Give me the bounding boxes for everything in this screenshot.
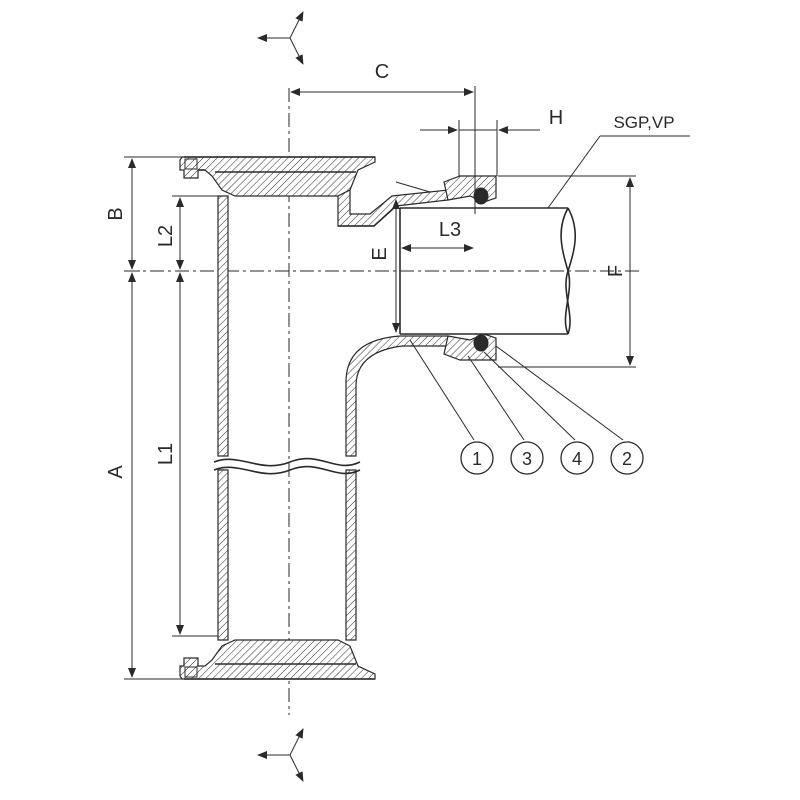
callout-2: 2 (610, 441, 644, 475)
inserted-pipe (399, 207, 577, 335)
dim-L2: L2 (155, 195, 218, 270)
dim-label-L2: L2 (155, 225, 177, 247)
pipe-material-callout: SGP,VP (547, 113, 690, 209)
dim-B: B (105, 156, 182, 272)
callout-3: 3 (510, 441, 544, 475)
top-ferrule-flange (179, 156, 376, 197)
dim-label-F: F (605, 265, 627, 277)
break-line (213, 457, 361, 467)
dim-label-C: C (375, 61, 389, 83)
dim-L1: L1 (155, 272, 218, 637)
dim-label-A: A (105, 465, 127, 479)
dim-F: F (605, 177, 634, 366)
main-pipe-left-wall (217, 195, 229, 641)
callout-number: 3 (522, 449, 532, 469)
callout-number: 4 (572, 449, 582, 469)
main-pipe-right-wall (345, 335, 449, 641)
break-line-lower (213, 465, 361, 475)
dim-label-H: H (549, 107, 563, 129)
dim-label-L1: L1 (155, 443, 177, 465)
dim-label-E: E (369, 247, 391, 260)
view-symbol-top (257, 11, 304, 65)
o-ring-upper (473, 187, 489, 205)
bottom-ferrule-flange (179, 639, 376, 680)
dim-label-B: B (105, 207, 127, 220)
callout-number: 1 (472, 449, 482, 469)
dim-C: C (290, 61, 476, 214)
o-ring-lower (473, 334, 489, 352)
callout-1: 1 (460, 441, 494, 475)
dim-E: E (369, 181, 431, 333)
dim-A: A (105, 272, 182, 680)
dim-H: H (420, 107, 563, 176)
dim-L3: L3 (401, 219, 474, 252)
view-symbol-bottom (257, 728, 304, 782)
callout-4: 4 (560, 441, 594, 475)
dim-label-L3: L3 (439, 219, 461, 241)
callout-leaders (409, 339, 624, 441)
callout-number: 2 (622, 449, 632, 469)
pipe-material-label: SGP,VP (613, 113, 674, 132)
